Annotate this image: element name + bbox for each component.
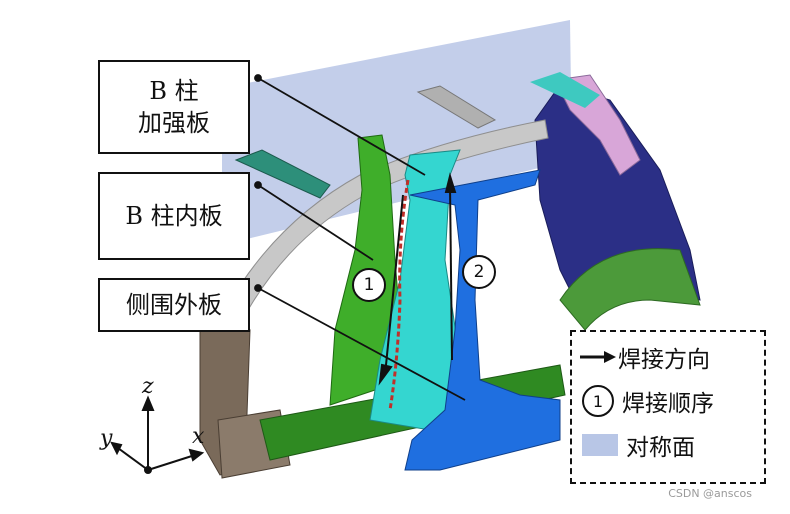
watermark: CSDN @anscos xyxy=(668,487,752,500)
leader-lines xyxy=(254,74,466,401)
legend-welding-direction: 焊接方向 xyxy=(578,340,710,374)
label-b-pillar-reinforcement: B 柱 加强板 xyxy=(98,60,250,154)
arrow-right-icon xyxy=(580,351,616,363)
legend-welding-order: 1 焊接顺序 xyxy=(578,384,714,418)
legend-symmetry-plane-text: 对称面 xyxy=(626,435,695,461)
label-b-pillar-inner-text: B 柱内板 xyxy=(125,202,223,230)
legend-box: 焊接方向 1 焊接顺序 对称面 xyxy=(570,330,766,484)
roof-rail xyxy=(209,119,549,346)
circled-number-icon: 1 xyxy=(582,385,614,417)
coordinate-axes xyxy=(110,395,205,474)
sequence-marker-2-text: 2 xyxy=(473,262,485,282)
label-b-pillar-inner: B 柱内板 xyxy=(98,172,250,260)
label-side-outer-panel-text: 侧围外板 xyxy=(126,291,222,319)
legend-symmetry-plane: 对称面 xyxy=(578,428,695,462)
weld-seam xyxy=(388,179,410,411)
axis-label-x: x xyxy=(192,424,205,449)
label-b-pillar-reinforcement-line1: B 柱 xyxy=(149,77,199,105)
legend-welding-direction-text: 焊接方向 xyxy=(618,347,710,373)
welding-direction-arrows xyxy=(378,172,457,386)
label-side-outer-panel: 侧围外板 xyxy=(98,278,250,332)
rear-cyan-rail xyxy=(530,72,600,108)
sequence-marker-1-text: 1 xyxy=(363,275,375,295)
legend-welding-order-text: 焊接顺序 xyxy=(622,391,714,417)
axis-label-y: y xyxy=(100,426,113,451)
label-b-pillar-reinforcement-line2: 加强板 xyxy=(138,109,210,137)
axis-label-z: z xyxy=(142,374,154,399)
roof-bow xyxy=(416,85,497,129)
side-outer-panel xyxy=(404,169,561,471)
sequence-marker-2: 2 xyxy=(462,255,496,289)
rear-wheel-arch xyxy=(559,248,701,331)
sequence-marker-1: 1 xyxy=(352,268,386,302)
symmetry-plane-swatch-icon xyxy=(582,434,618,456)
circled-number-text: 1 xyxy=(592,391,604,411)
top-bracket xyxy=(234,149,331,199)
